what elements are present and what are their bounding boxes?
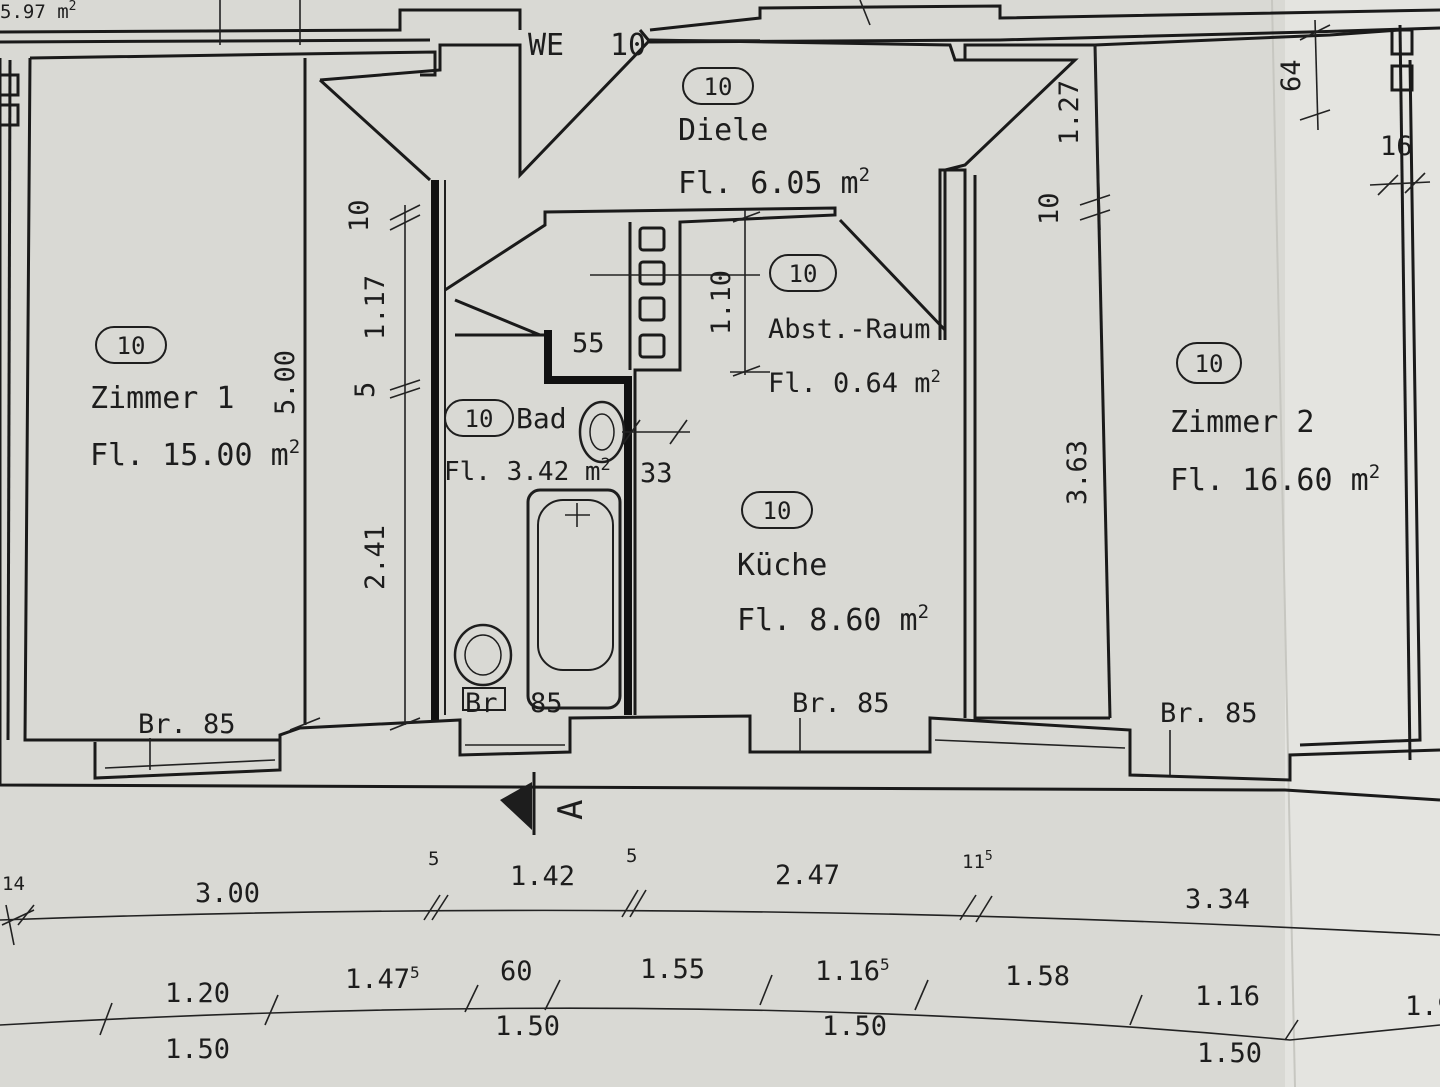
svg-text:Fl. 8.60 m2: Fl. 8.60 m2 xyxy=(737,601,929,638)
dim-left-5: 5 xyxy=(350,382,381,398)
dim-row2-158: 1.58 xyxy=(1005,961,1070,992)
room-label-zimmer-1: 10 Zimmer 1 Fl. 15.00 m2 xyxy=(90,326,300,473)
dim-abst-110: 1.10 xyxy=(706,270,737,335)
svg-text:Fl. 6.05 m2: Fl. 6.05 m2 xyxy=(678,164,870,201)
dim-row2-150b: 1.50 xyxy=(495,1011,560,1042)
svg-text:10: 10 xyxy=(1195,350,1224,378)
svg-text:10: 10 xyxy=(465,405,494,433)
section-label-a: A xyxy=(551,800,591,820)
dim-row2-19: 1.9 xyxy=(1405,991,1440,1022)
dim-row1-11: 115 xyxy=(962,849,993,873)
unit-number: 10 xyxy=(610,28,646,63)
window-label-kueche: Br. 85 xyxy=(792,688,890,719)
dim-lines-abst xyxy=(730,211,770,377)
dim-sink-33: 33 xyxy=(640,458,673,489)
svg-text:Fl. 15.00 m2: Fl. 15.00 m2 xyxy=(90,436,300,473)
room-label-diele: 10 Diele Fl. 6.05 m2 xyxy=(678,67,870,201)
room-kueche xyxy=(590,168,967,718)
window-label-bad-85: 85 xyxy=(530,688,563,719)
dim-row-1 xyxy=(0,889,1440,946)
svg-text:Diele: Diele xyxy=(678,113,768,148)
svg-text:Fl. 3.42 m2: Fl. 3.42 m2 xyxy=(444,455,611,487)
room-zimmer-1 xyxy=(0,50,437,742)
sink xyxy=(578,400,626,464)
dim-row1-247: 2.47 xyxy=(775,860,840,891)
dim-left-241: 2.41 xyxy=(360,525,391,590)
room-label-abst-raum: 10 Abst.-Raum Fl. 0.64 m2 xyxy=(768,254,941,399)
dim-row2-1165: 1.165 xyxy=(815,955,890,987)
dim-right-363: 3.63 xyxy=(1062,440,1093,505)
dim-lines-right xyxy=(1079,19,1431,231)
dim-left-10: 10 xyxy=(344,199,375,232)
dim-row2-1475: 1.475 xyxy=(345,963,420,995)
bathtub xyxy=(526,488,622,710)
dim-row2-150c: 1.50 xyxy=(822,1011,887,1042)
top-left-fragment: 5.97 m2 xyxy=(0,0,76,23)
room-label-bad: 10 Bad Fl. 3.42 m2 xyxy=(444,399,611,487)
dim-row1-300: 3.00 xyxy=(195,878,260,909)
dim-row1-142: 1.42 xyxy=(510,861,575,892)
window-marks xyxy=(149,718,1171,775)
svg-text:Fl. 0.64 m2: Fl. 0.64 m2 xyxy=(768,367,941,399)
dim-row2-150a: 1.50 xyxy=(165,1034,230,1065)
dim-left-117: 1.17 xyxy=(360,275,391,340)
dim-far-right-64: 64 xyxy=(1276,59,1307,92)
dim-row1-5b: 5 xyxy=(626,845,637,867)
dim-row2-155: 1.55 xyxy=(640,954,705,985)
svg-text:10: 10 xyxy=(704,73,733,101)
dim-right-127: 1.27 xyxy=(1054,80,1085,145)
svg-text:10: 10 xyxy=(117,332,146,360)
svg-text:Abst.-Raum: Abst.-Raum xyxy=(768,314,931,345)
toilet xyxy=(453,623,513,687)
dim-lines-sink xyxy=(622,419,690,445)
dim-lines-left xyxy=(289,204,421,731)
dim-far-right-16: 16 xyxy=(1380,131,1413,162)
svg-text:Küche: Küche xyxy=(737,548,827,583)
dim-row2-120: 1.20 xyxy=(165,978,230,1009)
shaft-blocks xyxy=(628,222,666,370)
dim-zimmer1-height: 5.00 xyxy=(270,350,301,415)
paper-fold xyxy=(1285,0,1440,1087)
dim-row-2 xyxy=(0,974,1440,1041)
dim-right-10: 10 xyxy=(1034,192,1065,225)
dim-row1-14: 14 xyxy=(2,873,25,895)
svg-text:Fl. 16.60 m2: Fl. 16.60 m2 xyxy=(1170,461,1380,498)
dim-row1-5a: 5 xyxy=(428,848,439,870)
window-label-zimmer-2: Br. 85 xyxy=(1160,698,1258,729)
window-label-bad-br: Br xyxy=(465,688,498,719)
fold-line xyxy=(1271,0,1296,1087)
room-label-zimmer-2: 10 Zimmer 2 Fl. 16.60 m2 xyxy=(1170,342,1380,498)
window-label-zimmer-1: Br. 85 xyxy=(138,709,236,740)
top-outer-wall xyxy=(0,0,1440,45)
dim-bad-wall-55: 55 xyxy=(572,328,605,359)
svg-text:Zimmer 2: Zimmer 2 xyxy=(1170,405,1315,440)
dim-row1-334: 3.34 xyxy=(1185,884,1250,915)
svg-text:10: 10 xyxy=(789,260,818,288)
section-marker-a xyxy=(500,772,536,835)
unit-label: WE xyxy=(528,28,564,63)
room-label-kueche: 10 Küche Fl. 8.60 m2 xyxy=(737,491,929,638)
svg-text:Zimmer 1: Zimmer 1 xyxy=(90,381,235,416)
dim-row2-60: 60 xyxy=(500,956,533,987)
svg-text:Bad: Bad xyxy=(516,402,567,435)
left-edge-blocks xyxy=(0,73,20,127)
dim-row2-116: 1.16 xyxy=(1195,981,1260,1012)
svg-text:10: 10 xyxy=(763,497,792,525)
dim-row2-150d: 1.50 xyxy=(1197,1038,1262,1069)
